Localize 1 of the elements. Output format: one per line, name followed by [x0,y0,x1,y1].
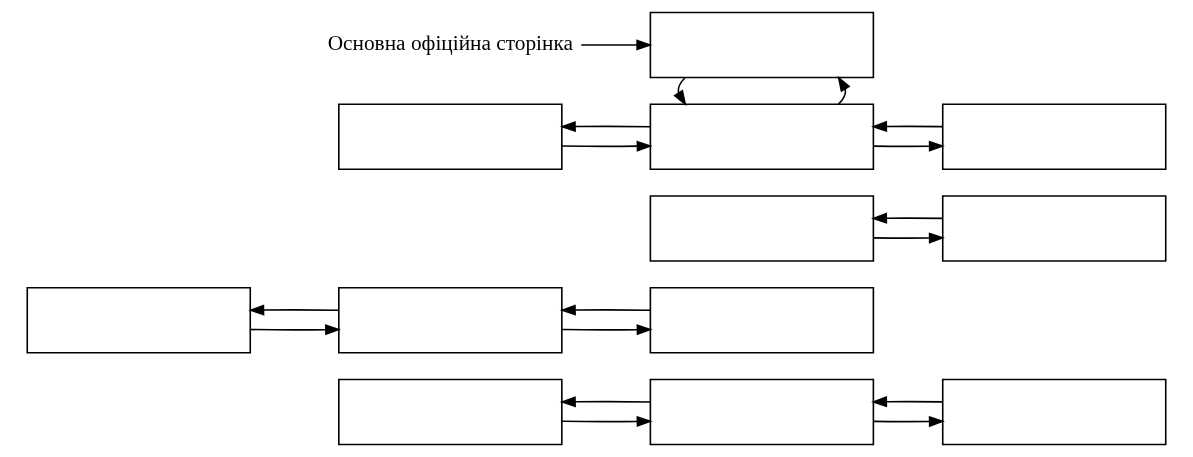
node-text: Основна офіційна сторінка [327,31,573,56]
